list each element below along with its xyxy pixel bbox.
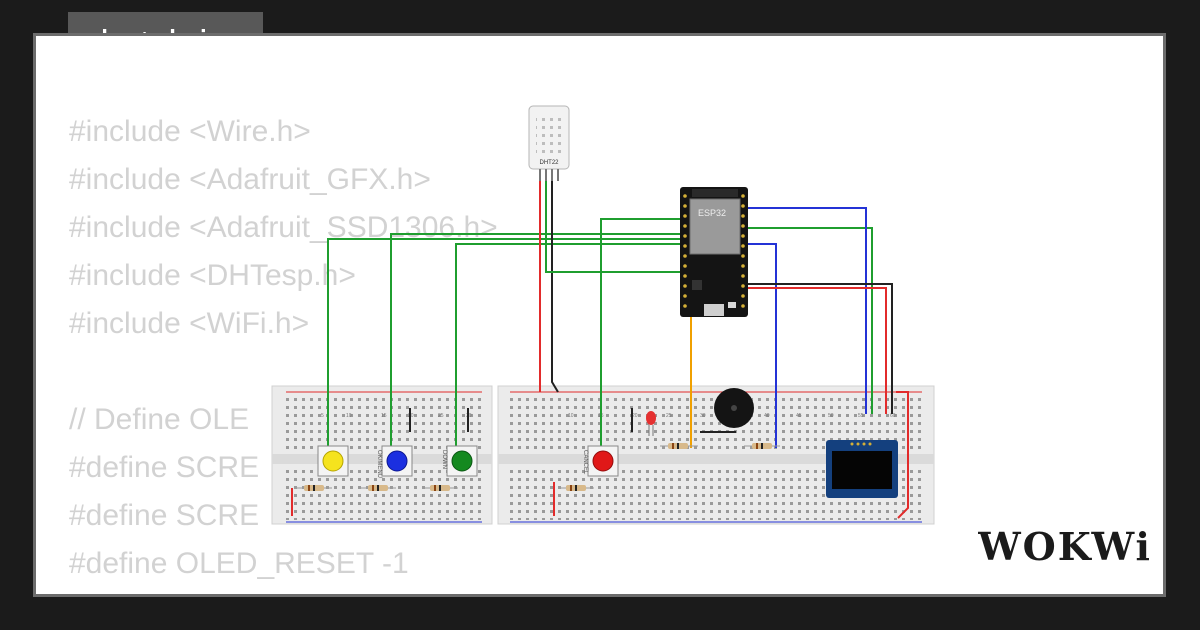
wokwi-logo: WOKWi xyxy=(978,526,1150,569)
oled-display xyxy=(826,440,898,498)
button-label: CANCEL xyxy=(582,450,588,475)
button-yellow[interactable] xyxy=(317,445,349,477)
code-line: #include <Wire.h> xyxy=(69,115,311,148)
button-label: OK/MENU xyxy=(376,450,382,478)
resistors xyxy=(296,443,780,491)
column-number: 10 xyxy=(568,413,574,419)
code-line: #define SCRE xyxy=(69,499,260,532)
column-number: 10 xyxy=(346,413,352,419)
preview-card: #include <Wire.h> #include <Adafruit_GFX.… xyxy=(33,33,1166,597)
circuit-diagram: 5 10 15 20 25 30 10 15 20 25 30 35 40 45… xyxy=(271,105,935,525)
column-number: 20 xyxy=(632,413,638,419)
code-line: #define OLED_RESET -1 xyxy=(69,547,409,580)
column-number: 50 xyxy=(828,413,834,419)
column-number: 45 xyxy=(796,413,802,419)
buzzer xyxy=(714,388,754,428)
code-line: // Define OLE xyxy=(69,403,250,436)
wires xyxy=(291,171,909,519)
button-label: DOWN xyxy=(441,450,447,469)
code-line: #include <Adafruit_GFX.h> xyxy=(69,163,431,196)
column-number: 40 xyxy=(764,413,770,419)
esp32-board: ESP32 xyxy=(680,187,748,317)
dht22-label: DHT22 xyxy=(539,160,559,166)
column-number: 5 xyxy=(321,413,324,419)
wokwi-logo-text: WOKWi xyxy=(978,526,1150,569)
column-number: 25 xyxy=(438,413,444,419)
dht22-sensor: DHT22 xyxy=(528,105,570,181)
led-red xyxy=(646,411,656,436)
column-number: 30 xyxy=(700,413,706,419)
column-number: 60 xyxy=(890,413,896,419)
button-down[interactable]: DOWN xyxy=(441,445,478,477)
code-line: #define SCRE xyxy=(69,451,260,484)
column-number: 25 xyxy=(666,413,672,419)
code-line: #include <WiFi.h> xyxy=(69,307,310,340)
button-cancel[interactable]: CANCEL xyxy=(582,445,619,477)
column-number: 15 xyxy=(381,413,387,419)
esp32-label: ESP32 xyxy=(698,208,726,218)
column-number: 55 xyxy=(858,413,864,419)
button-ok-menu[interactable]: OK/MENU xyxy=(376,445,413,478)
